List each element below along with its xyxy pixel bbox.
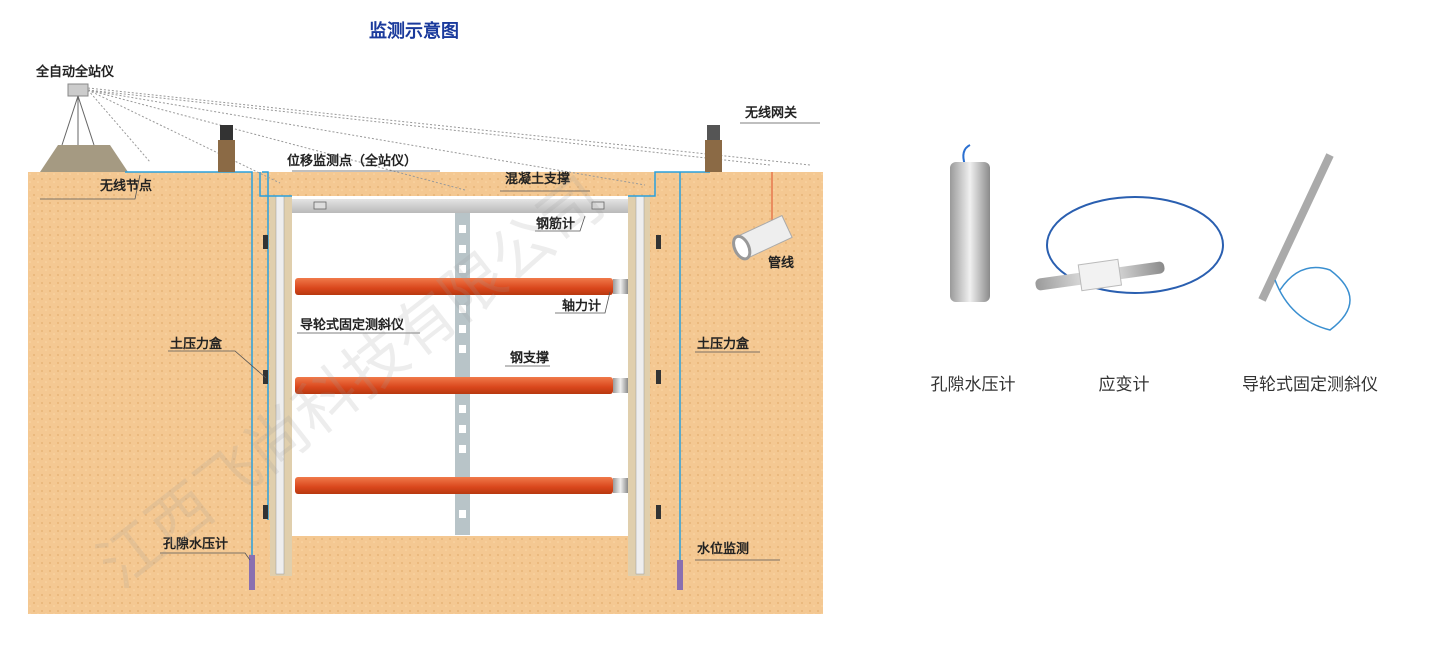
diagram-title: 监测示意图 — [369, 20, 459, 42]
column-holes — [459, 225, 466, 518]
earth-pressure-cell — [656, 235, 661, 249]
label-wireless-node: 无线节点 — [99, 178, 152, 194]
label-steel-support: 钢支撑 — [510, 350, 549, 366]
sight-lines — [87, 87, 811, 191]
label-rebar-meter: 钢筋计 — [536, 216, 575, 232]
wireless-gateway-box — [705, 140, 722, 172]
label-piezometer: 孔隙水压计 — [163, 536, 228, 552]
right-cable — [628, 171, 710, 197]
rebar-meter — [591, 201, 605, 210]
label-earth-pressure-right: 土压力盒 — [697, 336, 750, 352]
earth-pressure-cell — [656, 370, 661, 384]
survey-mound — [40, 145, 128, 172]
earth-pressure-cell — [263, 370, 268, 384]
left-inclinometer-tube — [275, 195, 285, 575]
piezometer-sensor — [249, 555, 255, 590]
left-wall-cable — [262, 171, 269, 520]
strain-gauge-product-image — [1035, 196, 1224, 294]
left-cable — [125, 171, 253, 580]
axial-force-meter — [613, 478, 628, 493]
right-inclinometer-tube — [635, 195, 645, 575]
wireless-node-antenna-icon — [220, 125, 233, 140]
inclinometer-product-image — [1258, 153, 1351, 331]
leader-lines — [40, 122, 820, 561]
rebar-meter — [313, 201, 327, 210]
wireless-gateway-icon — [707, 125, 720, 140]
steel-strut-3 — [295, 477, 613, 494]
wireless-node-box — [218, 140, 235, 172]
steel-strut-1 — [295, 278, 613, 295]
tripod-icon — [61, 95, 95, 146]
label-axial-force-meter: 轴力计 — [562, 298, 601, 314]
earth-pressure-cell — [263, 235, 268, 249]
label-concrete-support: 混凝土支撑 — [505, 171, 570, 187]
pipeline-icon — [732, 214, 793, 261]
earth-pressure-cell — [263, 505, 268, 519]
label-earth-pressure-left: 土压力盒 — [170, 336, 223, 352]
concrete-support-beam — [292, 199, 628, 213]
label-pipeline: 管线 — [768, 255, 794, 271]
axial-force-meter — [613, 378, 628, 393]
label-displacement-point: 位移监测点（全站仪） — [287, 153, 417, 169]
axial-force-meter — [613, 279, 628, 294]
product-label-strain-gauge: 应变计 — [1099, 375, 1150, 395]
label-inclinometer: 导轮式固定测斜仪 — [300, 317, 405, 333]
earth-pressure-cell — [656, 505, 661, 519]
piezometer-product-image — [950, 144, 990, 302]
product-label-inclinometer: 导轮式固定测斜仪 — [1242, 375, 1378, 395]
label-wireless-gateway: 无线网关 — [744, 105, 797, 121]
total-station-icon — [67, 83, 89, 97]
water-level-sensor — [677, 560, 683, 590]
product-label-piezometer: 孔隙水压计 — [931, 375, 1016, 395]
label-total-station: 全自动全站仪 — [35, 64, 115, 80]
left-beam-cable — [259, 172, 292, 197]
steel-strut-2 — [295, 377, 613, 394]
label-water-level: 水位监测 — [697, 541, 749, 557]
